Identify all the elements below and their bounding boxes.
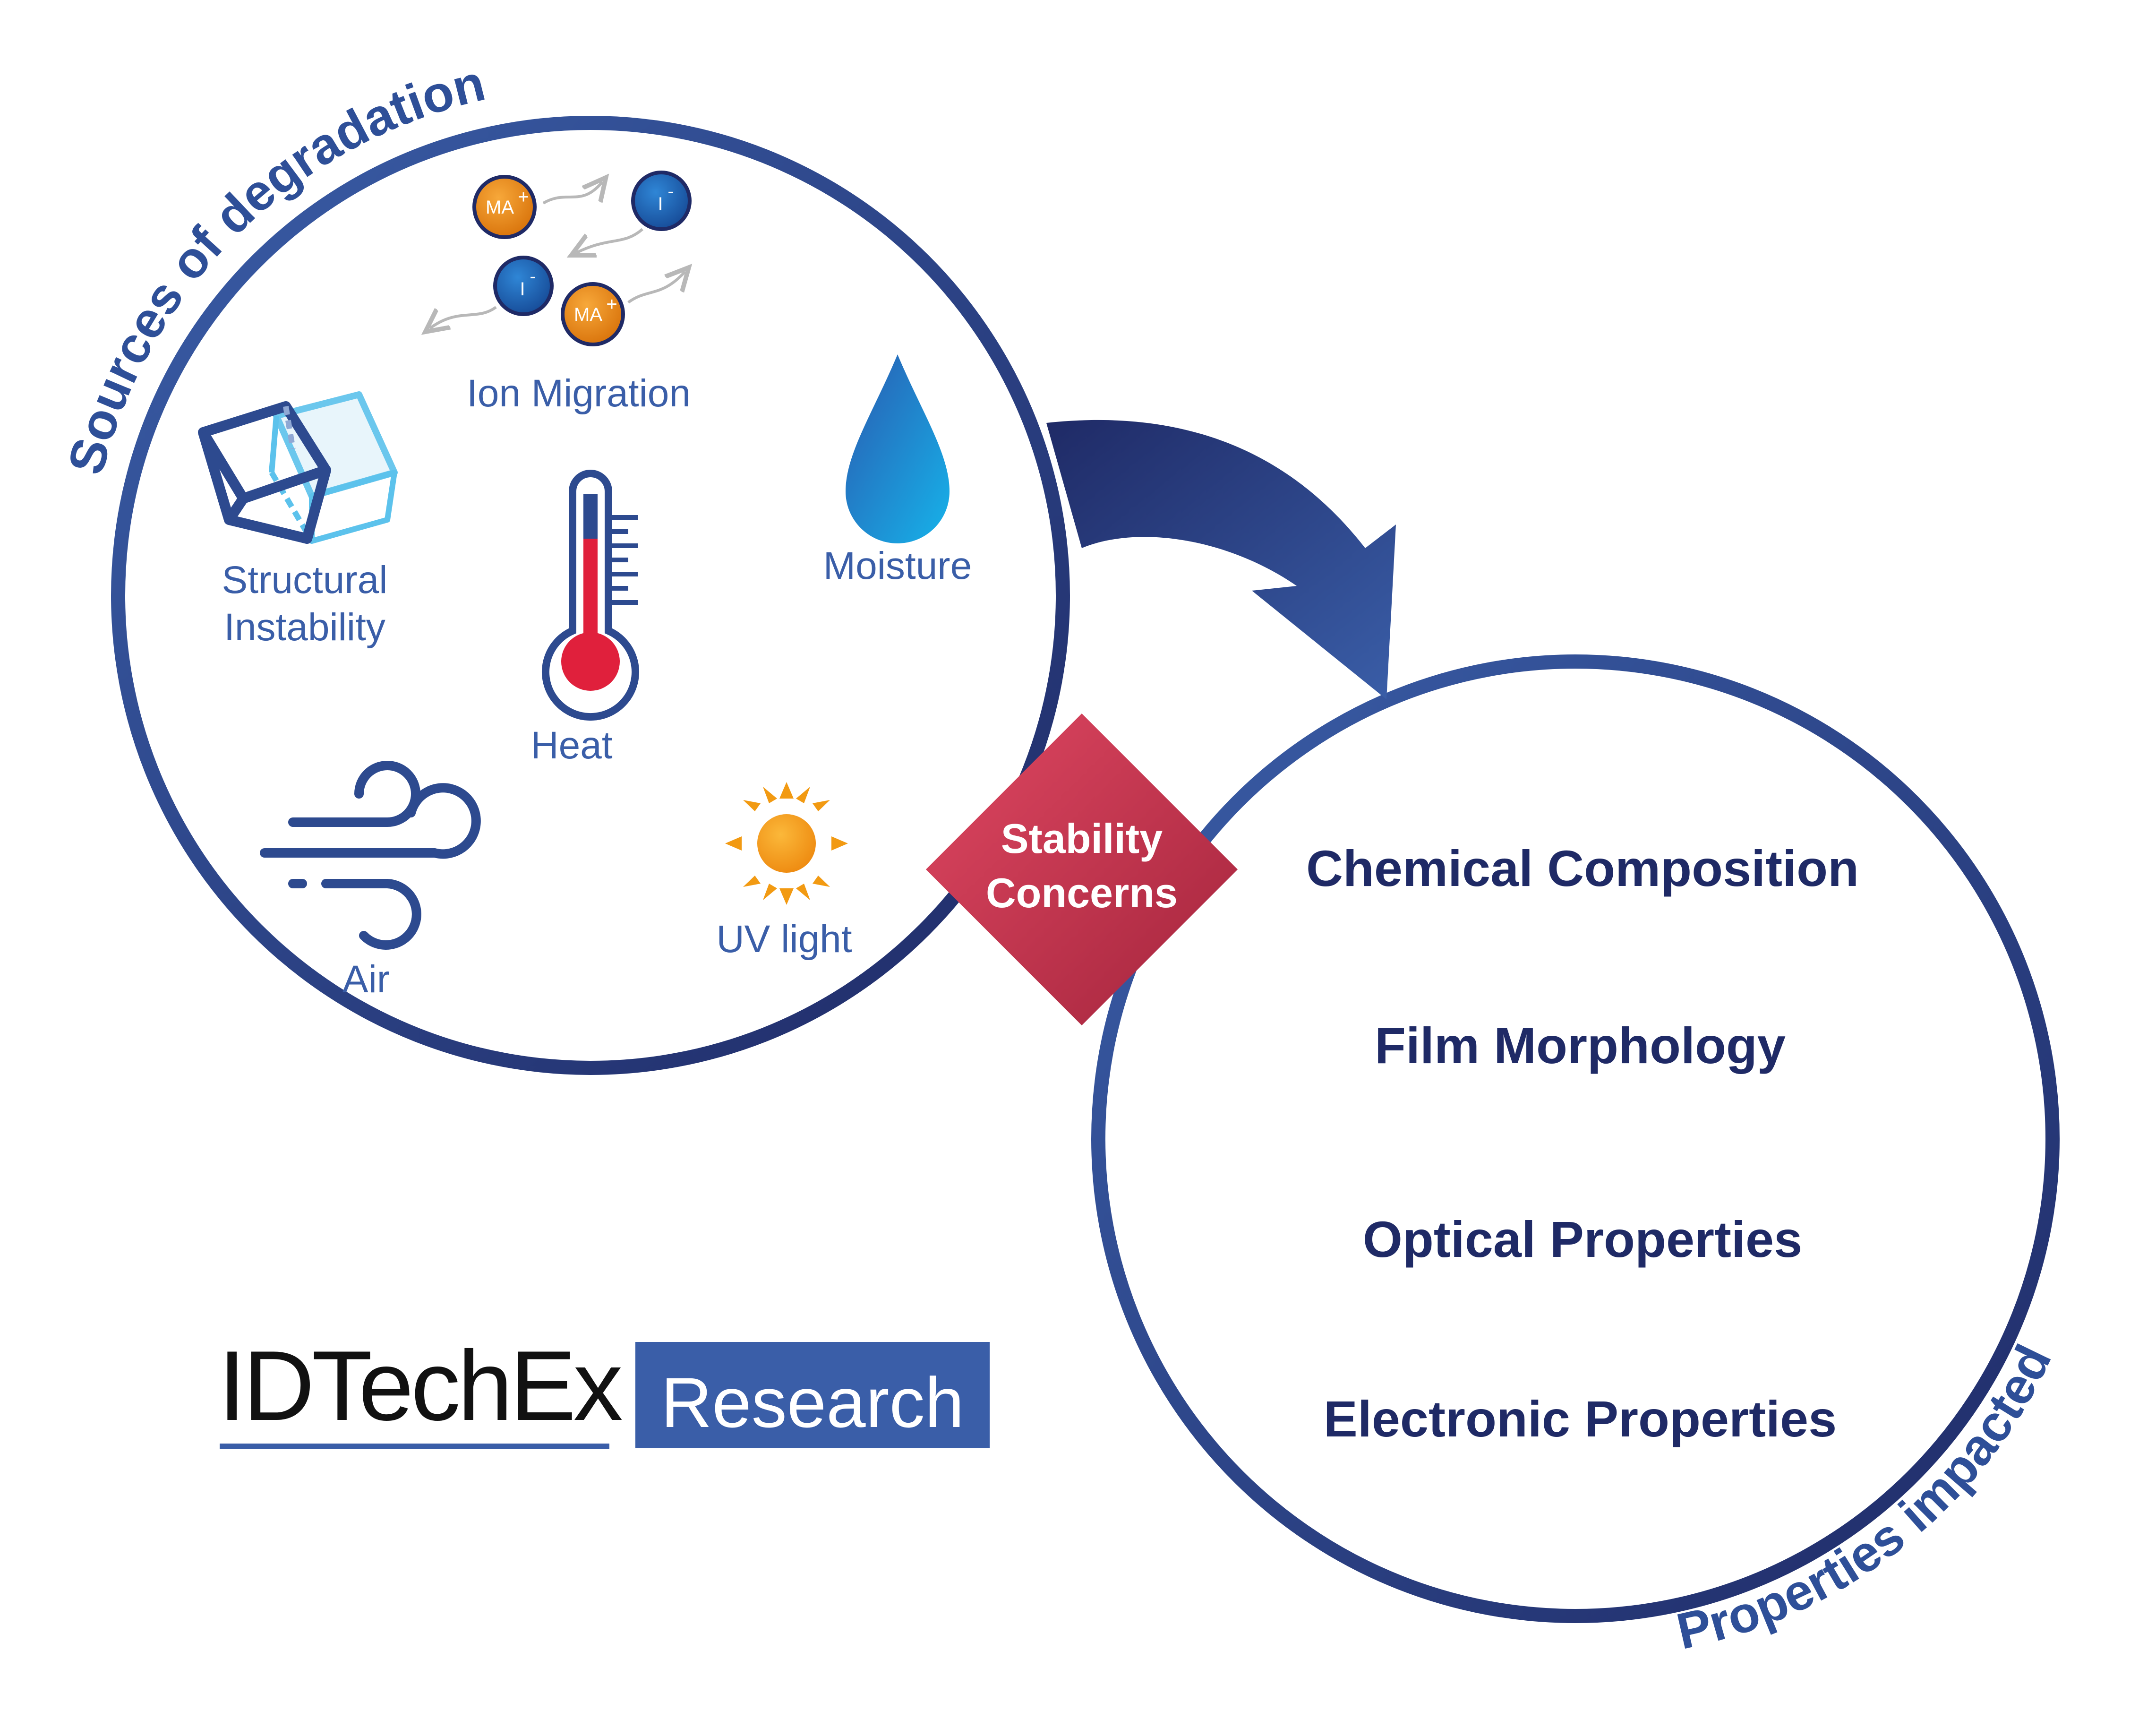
svg-text:+: + <box>518 187 529 207</box>
sun-icon <box>725 782 848 905</box>
svg-text:MA: MA <box>486 197 514 218</box>
svg-text:MA: MA <box>574 304 602 325</box>
wind-icon <box>260 761 481 950</box>
droplet-icon <box>846 354 950 543</box>
stability-diamond <box>926 714 1238 1025</box>
svg-text:-: - <box>667 181 674 202</box>
thermometer-icon <box>542 470 639 721</box>
logo-tag: Research <box>661 1363 964 1442</box>
svg-text:I: I <box>520 279 525 300</box>
svg-text:-: - <box>530 266 536 287</box>
flow-arrow <box>1046 420 1396 699</box>
structural-label-line2: Instability <box>224 606 385 649</box>
svg-text:+: + <box>606 294 617 315</box>
uv-light-label: UV light <box>716 918 852 961</box>
properties-circle <box>1091 654 2060 1623</box>
property-item: Optical Properties <box>1363 1211 1802 1268</box>
structural-label-line1: Structural <box>222 559 388 602</box>
cube-icon <box>198 391 398 544</box>
ion-migration-icon: MA + I - I - MA + <box>430 171 690 346</box>
ion-migration-label: Ion Migration <box>467 372 691 415</box>
idtechex-logo: IDTechEx Research <box>218 1330 990 1449</box>
property-item: Film Morphology <box>1375 1017 1786 1074</box>
svg-text:I: I <box>658 194 663 215</box>
property-item: Chemical Composition <box>1306 840 1859 897</box>
logo-brand: IDTechEx <box>218 1330 622 1441</box>
air-label: Air <box>342 958 390 1001</box>
stability-line1: Stability <box>1001 815 1163 862</box>
property-item: Electronic Properties <box>1324 1390 1837 1447</box>
moisture-label: Moisture <box>823 544 972 587</box>
stability-line2: Concerns <box>986 869 1178 916</box>
heat-label: Heat <box>530 724 612 767</box>
